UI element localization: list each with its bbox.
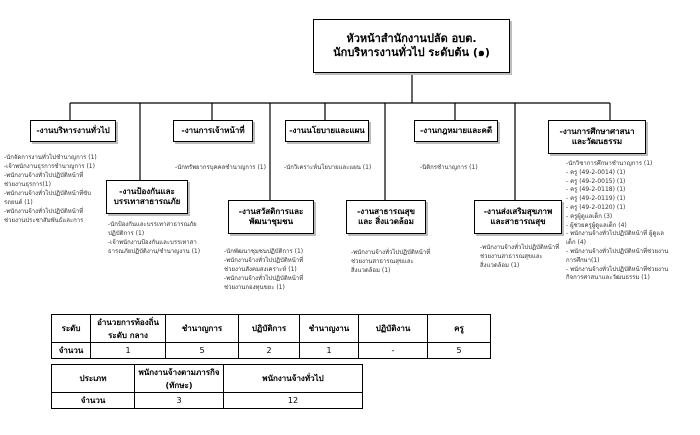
table2-header: พนักงานจ้างทั่วไป [223,364,363,393]
table2-header: ประเภท [51,364,135,393]
table1-cell: 1 [90,342,166,359]
table1-header: ชำนาญการ [165,314,239,343]
table1-cell: - [358,342,428,359]
table-level-count: ระดับ อำนวยการท้องถิ่น ระดับ กลาง ชำนาญก… [51,314,491,359]
table2-cell: 12 [223,392,363,409]
chief-title: หัวหน้าสำนักงานปลัด อบต. [346,31,477,45]
table1-cell: 2 [238,342,300,359]
table1-header: ปฏิบัติงาน [358,314,428,343]
unit-public-health: -งานสาธารณสุขและ สิ่งแวดล้อม [346,200,426,234]
unit-policy-planning: -งานนโยบายและแผน [285,120,369,142]
table-type-count: ประเภท พนักงานจ้างตามภารกิจ (ทักษะ) พนัก… [51,364,363,409]
list-policy-planning: -นักวิเคราะห์นโยบายและแผน (1) [284,164,372,171]
list-law: -นิติกรชำนาญการ (1) [420,164,478,171]
list-personnel: -นักทรัพยากรบุคคลชำนาญการ (1) [175,164,266,171]
table1-header: ปฏิบัติการ [238,314,300,343]
table1-header: อำนวยการท้องถิ่น ระดับ กลาง [90,314,166,343]
unit-education: -งานการศึกษาศาสนา และวัฒนธรรม [548,120,646,154]
list-welfare: -นักพัฒนาชุมชนปฏิบัติการ (1)-พนักงานจ้าง… [224,248,304,291]
table1-header: ชำนาญงาน [299,314,359,343]
chief-box: หัวหน้าสำนักงานปลัด อบต. นักบริหารงานทั่… [313,19,510,73]
chief-position: นักบริหารงานทั่วไป ระดับต้น (๑) [333,46,490,59]
unit-disaster-prevention: -งานป้องกันและ บรรเทาสาธารณภัย [106,180,188,214]
table2-header: พนักงานจ้างตามภารกิจ (ทักษะ) [134,364,224,393]
unit-welfare: -งานสวัสดิการและ พัฒนาชุมชน [228,200,314,234]
unit-health-promotion: -งานส่งเสริมสุขภาพ และสาธารณสุข [474,200,562,234]
table1-cell: 5 [165,342,239,359]
table1-header: ระดับ [51,314,91,343]
unit-general-admin: -งานบริหารงานทั่วไป [30,120,116,142]
list-education: -นักวิชาการศึกษาชำนาญการ (1)- ครู (49-2-… [566,160,669,282]
unit-law: -งานกฎหมายและคดี [414,120,498,142]
table1-header: ครู [427,314,491,343]
unit-personnel: -งานการเจ้าหน้าที่ [173,120,253,142]
list-public-health: -พนักงานจ้างทั่วไปปฏิบัติหน้าที่ช่วยงานส… [351,249,431,274]
list-health-promotion: -พนักงานจ้างทั่วไปปฏิบัติหน้าที่ช่วยงานส… [480,244,560,269]
table1-cell: 1 [299,342,359,359]
table1-cell: 5 [427,342,491,359]
table1-row-label: จำนวน [51,342,91,359]
table2-cell: 3 [134,392,224,409]
list-general-admin: -นักจัดการงานทั่วไปชำนาญการ (1)-เจ้าพนัก… [4,154,97,224]
list-disaster-prevention: -นักป้องกันและบรรเทาสาธารณภัยปฏิบัติการ … [108,221,201,255]
table2-row-label: จำนวน [51,392,135,409]
